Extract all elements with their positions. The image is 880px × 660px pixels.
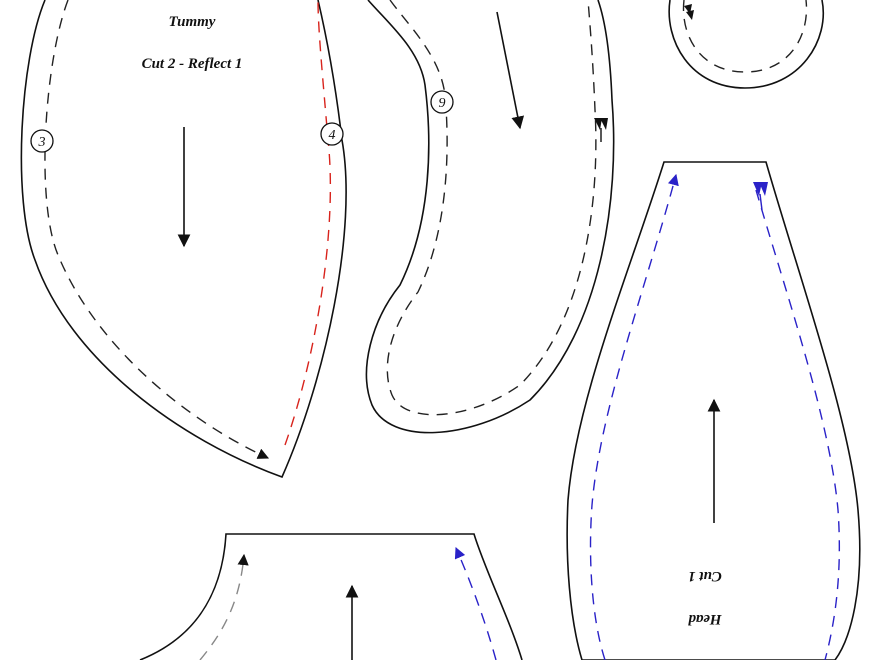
body-piece: 9: [365, 0, 615, 434]
svg-text:9: 9: [439, 96, 446, 111]
body-marker-9: 9: [430, 90, 454, 114]
tummy-marker-3: 3: [30, 129, 54, 153]
head-seam-line-right: [755, 189, 841, 660]
ear-piece: [668, 0, 824, 89]
bottom-seam-line-right: [454, 546, 497, 660]
bottom-outline: [139, 533, 523, 660]
tummy-marker-4: 4: [320, 122, 344, 146]
double-notch-icon: [594, 118, 608, 142]
tummy-seam-line: [44, 0, 270, 459]
tummy-title: Tummy: [169, 14, 216, 30]
tummy-seam-line-red: [284, 0, 332, 446]
svg-text:3: 3: [38, 135, 46, 150]
tummy-piece: Tummy Cut 2 - Reflect 1 3 4: [20, 0, 347, 479]
ear-outline: [668, 0, 824, 89]
head-piece: Cut 1 Head: [566, 161, 861, 660]
head-seam-line-left: [589, 173, 679, 660]
ear-seam-line: [682, 0, 808, 73]
body-grain-arrow: [496, 11, 525, 130]
double-notch-icon: [753, 182, 768, 211]
bottom-piece: [139, 533, 523, 660]
tummy-instruction: Cut 2 - Reflect 1: [142, 56, 243, 72]
head-title: Head: [688, 611, 723, 627]
body-outline: [365, 0, 615, 434]
bottom-seam-line-left: [199, 553, 249, 660]
svg-text:4: 4: [329, 128, 336, 143]
double-notch-icon: [684, 4, 694, 20]
head-instruction: Cut 1: [688, 568, 722, 584]
